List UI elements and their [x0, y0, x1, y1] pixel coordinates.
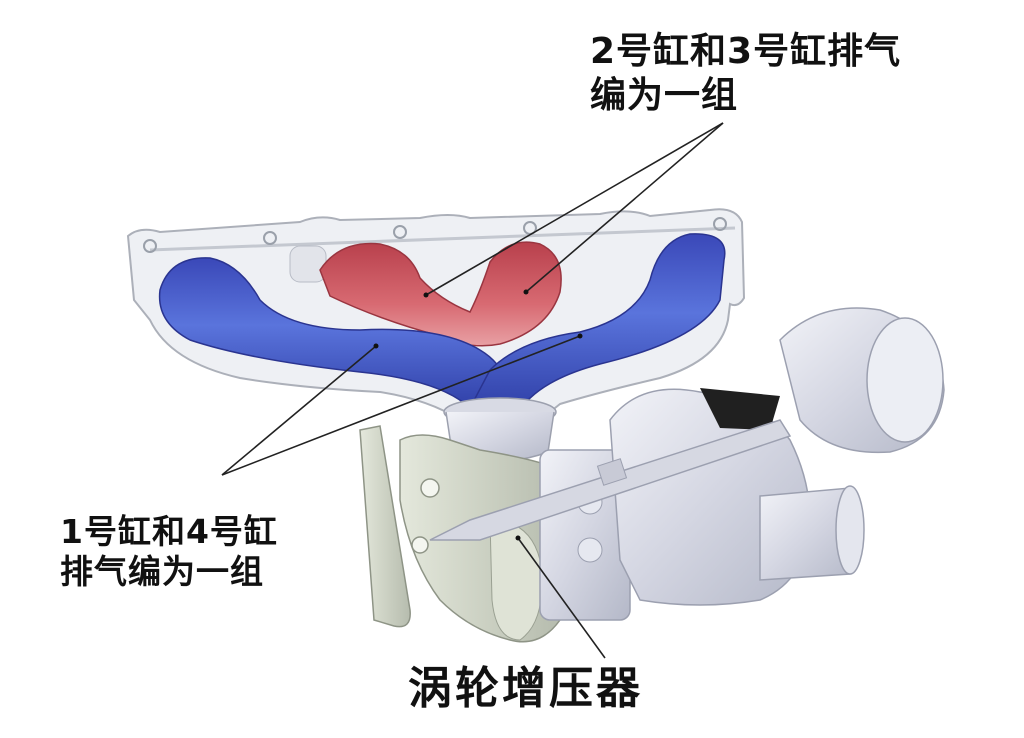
label-turbocharger-text: 涡轮增压器 [408, 663, 643, 714]
label-cylinders-2-3: 2号缸和3号缸排气 编为一组 [590, 30, 901, 118]
label-cylinders-2-3-line2: 编为一组 [590, 74, 739, 116]
label-cylinders-1-4-line2: 排气编为一组 [60, 552, 264, 592]
leader-line-cyl3 [525, 122, 724, 293]
label-turbocharger: 涡轮增压器 [408, 662, 643, 716]
label-cylinders-1-4: 1号缸和4号缸 排气编为一组 [60, 512, 278, 593]
leader-line-cyl2 [425, 122, 724, 296]
runner-cylinders-1-4 [158, 233, 726, 411]
label-cylinders-1-4-line1: 1号缸和4号缸 [60, 512, 278, 551]
leader-line-cyl4 [221, 335, 581, 476]
leader-dots [373, 289, 583, 541]
label-cylinders-2-3-line1: 2号缸和3号缸排气 [590, 31, 902, 72]
wastegate-actuator [429, 307, 945, 541]
leader-lines [221, 122, 724, 659]
leader-line-turbo [517, 537, 606, 659]
leader-line-cyl1 [221, 345, 377, 476]
